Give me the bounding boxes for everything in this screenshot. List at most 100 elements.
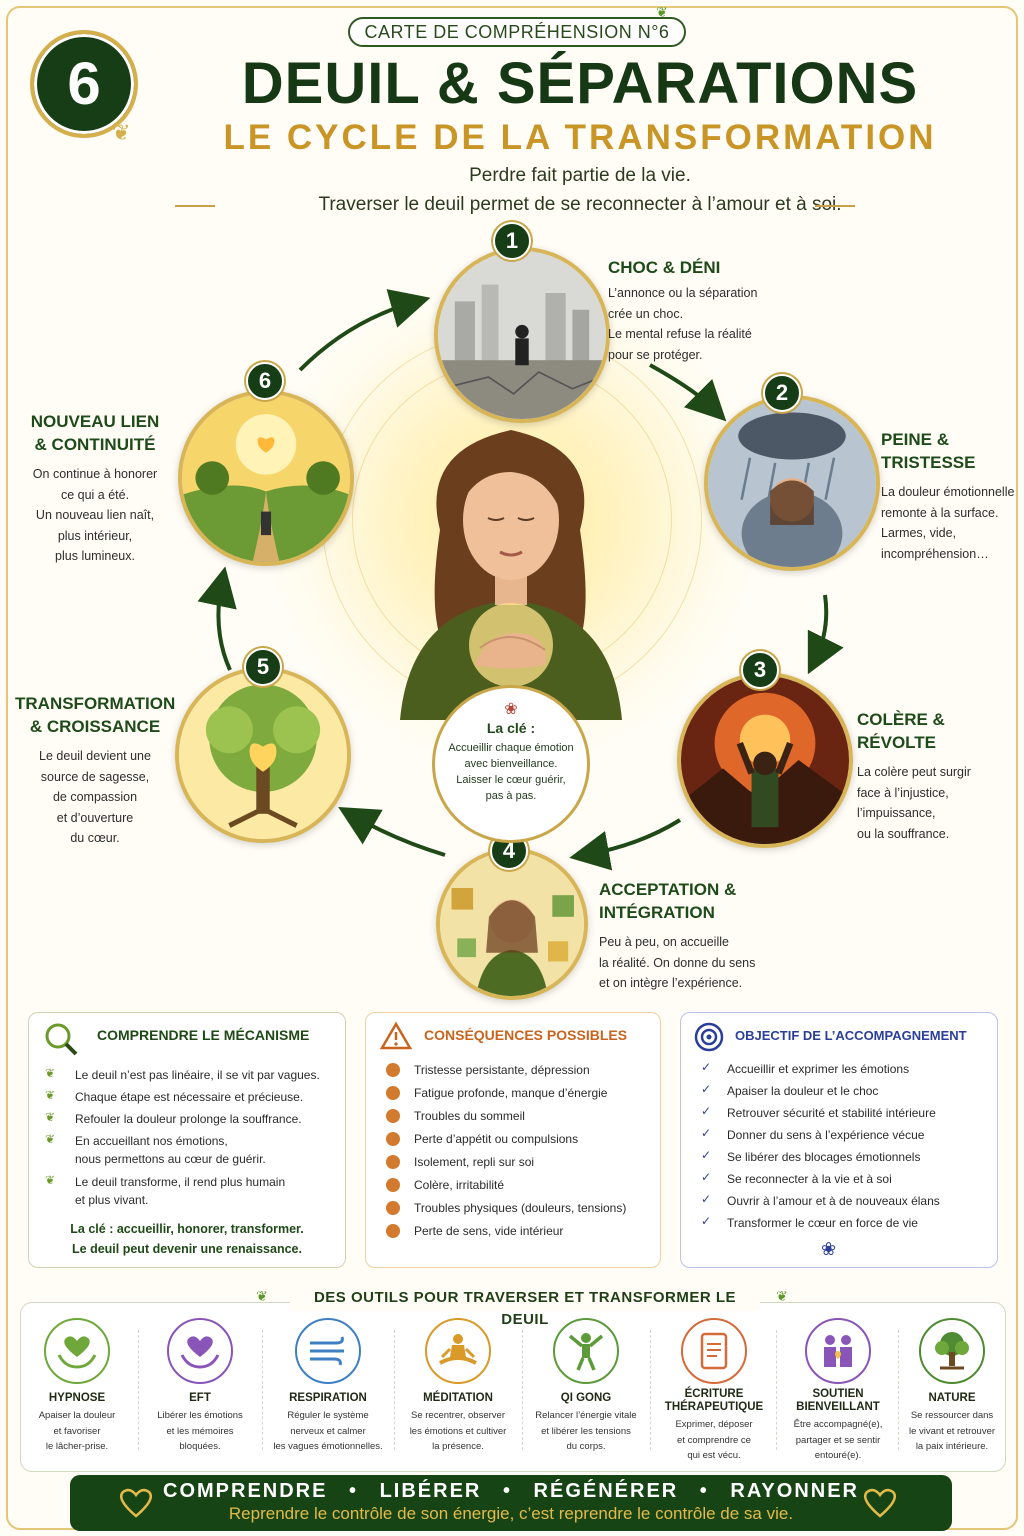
- stage-number-1: 1: [493, 222, 531, 260]
- stage-5-illustration: [175, 667, 351, 843]
- bullet-icon: [386, 1086, 400, 1100]
- key-line: Accueillir chaque émotion: [448, 742, 574, 754]
- mechanism-item: nous permettons au cœur de guérir.: [75, 1152, 266, 1166]
- consequence-item: Colère, irritabilité: [414, 1178, 505, 1192]
- stage-number-6: 6: [246, 362, 284, 400]
- consequence-item: Tristesse persistante, dépression: [414, 1063, 590, 1077]
- tool-desc: Se recentrer, observer les émotions et c…: [396, 1408, 520, 1455]
- tool-eft: EFT Libérer les émotions et les mémoires…: [138, 1318, 262, 1455]
- objective-item: Donner du sens à l’expérience vécue: [727, 1128, 925, 1142]
- tool-desc-line: partager et se sentir: [795, 1434, 881, 1446]
- consequences-box: CONSÉQUENCES POSSIBLES Tristesse persist…: [365, 1012, 661, 1268]
- stage-number-5: 5: [244, 648, 282, 686]
- consequence-item: Troubles du sommeil: [414, 1109, 525, 1123]
- consequence-item: Isolement, repli sur soi: [414, 1155, 535, 1169]
- key-text: Accueillir chaque émotion avec bienveill…: [435, 740, 587, 804]
- lotus-icon: ❀: [821, 1239, 837, 1259]
- desc-line: La colère peut surgir: [857, 765, 971, 779]
- mechanism-key-1: La clé : accueillir, honorer, transforme…: [70, 1222, 304, 1236]
- heart-icon: [119, 1488, 153, 1518]
- tool-desc-line: Apaiser la douleur: [38, 1410, 116, 1421]
- footer-words: COMPRENDRE • LIBÉRER • RÉGÉNÉRER • RAYON…: [70, 1480, 952, 1503]
- bullet-icon: [386, 1178, 400, 1192]
- stage-5-desc: Le deuil devient une source de sagesse, …: [15, 746, 175, 849]
- desc-line: et d’ouverture: [56, 810, 134, 825]
- objective-item: Apaiser la douleur et le choc: [727, 1084, 879, 1098]
- tool-name-line: ÉCRITURE: [684, 1388, 744, 1400]
- card-number: 6: [67, 50, 101, 117]
- consequences-title: CONSÉQUENCES POSSIBLES: [424, 1027, 628, 1043]
- check-icon: ✓: [701, 1170, 712, 1184]
- stage-5-title-2: & CROISSANCE: [29, 717, 161, 736]
- leaf-icon: ❦: [45, 1110, 56, 1124]
- check-icon: ✓: [701, 1126, 712, 1140]
- desc-line: Le deuil devient une: [39, 749, 151, 763]
- tool-name: EFT: [189, 1392, 211, 1404]
- tool-desc-line: le lâcher-prise.: [45, 1441, 109, 1452]
- stage-1-desc: L’annonce ou la séparation crée un choc.…: [608, 283, 808, 365]
- check-icon: ✓: [701, 1060, 712, 1074]
- tool-meditation: MÉDITATION Se recentrer, observer les ém…: [396, 1318, 520, 1455]
- check-icon: ✓: [701, 1192, 712, 1206]
- tool-name-line: SOUTIEN: [812, 1388, 864, 1400]
- divider: [394, 1330, 395, 1450]
- stage-1-text: CHOC & DÉNI L’annonce ou la séparation c…: [608, 256, 808, 365]
- desc-line: Un nouveau lien naît,: [35, 508, 155, 522]
- mechanism-key-2: Le deuil peut devenir une renaissance.: [72, 1242, 302, 1256]
- arrow-6-1: [298, 289, 431, 372]
- stage-6-text: NOUVEAU LIEN & CONTINUITÉ On continue à …: [15, 410, 175, 567]
- divider: [650, 1330, 651, 1450]
- central-woman-illustration: [400, 430, 622, 720]
- lotus-icon: ❀: [504, 701, 518, 718]
- magnifier-icon: [45, 1023, 78, 1056]
- tagline-1: Perdre fait partie de la vie.: [469, 165, 691, 186]
- wind-icon: [295, 1318, 361, 1384]
- objective-title: OBJECTIF DE L’ACCOMPAGNEMENT: [735, 1028, 967, 1043]
- leaf-icon: ❦: [256, 1288, 268, 1304]
- tree-icon: [919, 1318, 985, 1384]
- tagline-2: Traverser le deuil permet de se reconnec…: [318, 194, 842, 215]
- bullet-icon: [386, 1109, 400, 1123]
- objective-item: Se libérer des blocages émotionnels: [727, 1150, 921, 1164]
- footer-word: RÉGÉNÉRER: [533, 1480, 679, 1502]
- bullet-icon: [386, 1155, 400, 1169]
- leaf-icon: ❦: [45, 1173, 56, 1187]
- desc-line: plus lumineux.: [55, 549, 135, 563]
- stage-2-title-1: PEINE &: [881, 430, 950, 449]
- stage-2-illustration: [704, 395, 880, 571]
- arrow-5-6: [197, 566, 237, 671]
- stage-2-desc: La douleur émotionnelle remonte à la sur…: [881, 482, 1019, 564]
- card-label-text: CARTE DE COMPRÉHENSION N°6: [364, 22, 670, 42]
- stage-4-desc: Peu à peu, on accueille la réalité. On d…: [599, 932, 799, 994]
- footer-banner: COMPRENDRE • LIBÉRER • RÉGÉNÉRER • RAYON…: [70, 1475, 952, 1531]
- stage-3-title-1: COLÈRE &: [857, 710, 945, 729]
- target-icon: [694, 1022, 724, 1052]
- leaf-icon: ❦: [112, 120, 131, 145]
- divider: [776, 1330, 777, 1450]
- bullet-icon: [386, 1063, 400, 1077]
- key-title: La clé :: [486, 720, 536, 736]
- arrow-4-5: [338, 806, 446, 857]
- stage-6-title-1: NOUVEAU LIEN: [30, 412, 160, 431]
- objective-item: Transformer le cœur en force de vie: [727, 1216, 918, 1230]
- tool-desc-line: bloquées.: [179, 1441, 221, 1452]
- bullet-icon: [386, 1224, 400, 1238]
- tool-desc: Se ressourcer dans le vivant et retrouve…: [890, 1408, 1014, 1455]
- objective-item: Accueillir et exprimer les émotions: [727, 1062, 910, 1076]
- stage-4-title-2: INTÉGRATION: [599, 903, 715, 922]
- heart-icon: [863, 1488, 897, 1518]
- divider: [175, 205, 215, 207]
- footer-separator: •: [699, 1480, 709, 1502]
- tool-desc-line: du corps.: [566, 1441, 606, 1452]
- tool-desc-line: Se recentrer, observer: [411, 1410, 505, 1421]
- warning-icon: [380, 1021, 412, 1050]
- tool-hypnose: HYPNOSE Apaiser la douleur et favoriser …: [15, 1318, 139, 1455]
- key-circle: ❀ La clé : Accueillir chaque émotion ave…: [432, 685, 590, 843]
- stage-4-text: ACCEPTATION & INTÉGRATION Peu à peu, on …: [599, 878, 799, 994]
- tool-desc-line: et les mémoires: [166, 1425, 234, 1437]
- cycle-arrows: [197, 289, 844, 871]
- tool-desc-line: entouré(e).: [814, 1450, 862, 1461]
- card-label: CARTE DE COMPRÉHENSION N°6: [348, 17, 686, 47]
- desc-line: remonte à la surface.: [881, 505, 999, 520]
- tool-desc: Apaiser la douleur et favoriser le lâche…: [15, 1408, 139, 1455]
